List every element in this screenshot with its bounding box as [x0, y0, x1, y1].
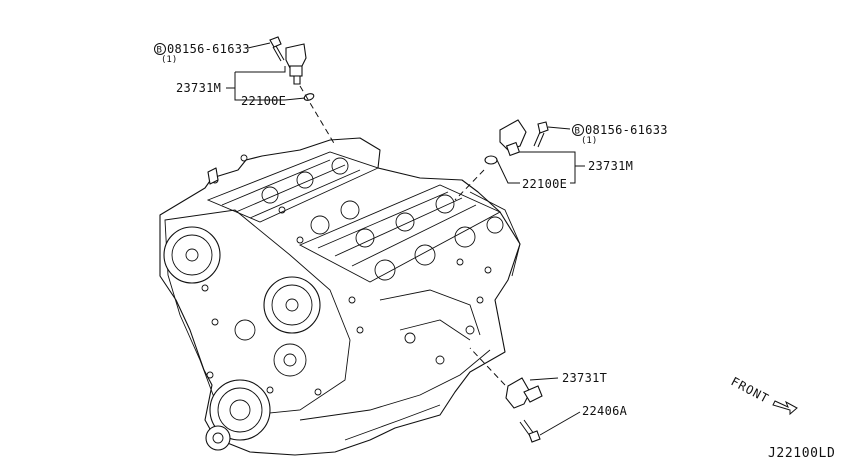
bolt-top-code: 08156-61633: [167, 42, 250, 56]
oring-right: [484, 155, 498, 165]
engine-outline: [159, 137, 521, 456]
figure-id: J22100LD: [768, 446, 835, 461]
bolt-right: [533, 121, 549, 148]
b-marker-circle: [154, 43, 166, 55]
bolt-top-qty: (1): [161, 55, 177, 65]
callout-lines: [226, 42, 585, 436]
b-marker-circle: [572, 124, 584, 136]
callout-bolt-top: B 08156-61633 (1): [154, 42, 250, 65]
sensor-right-label: 23731M: [588, 159, 633, 173]
front-arrow-icon: [772, 400, 798, 416]
b-marker: B: [575, 127, 580, 137]
oring-top: [303, 93, 315, 101]
cam-sensor-top: [285, 43, 307, 85]
oring-top-label: 22100E: [241, 94, 286, 108]
sensor-bottom-label: 23731T: [562, 371, 607, 385]
crank-sensor-bottom: [505, 377, 543, 409]
bolt-top: [269, 36, 285, 62]
front-label: FRONT: [729, 374, 772, 406]
bolt-bottom: [519, 419, 541, 443]
bolt-right-code: 08156-61633: [585, 123, 668, 137]
leader-bottom-sensor: [469, 347, 506, 386]
leader-right-sensor: [454, 169, 485, 201]
bolt-bottom-label: 22406A: [582, 404, 628, 418]
engine-assembly: [159, 137, 521, 456]
leader-top-sensor: [299, 85, 336, 146]
cam-sensor-right: [499, 119, 527, 157]
bolt-right-qty: (1): [581, 136, 597, 146]
oring-right-label: 22100E: [522, 177, 567, 191]
b-marker: B: [157, 46, 162, 56]
front-indicator: FRONT: [729, 374, 798, 416]
sensor-top-label: 23731M: [176, 81, 221, 95]
callout-bolt-right: B 08156-61633 (1): [572, 123, 668, 146]
